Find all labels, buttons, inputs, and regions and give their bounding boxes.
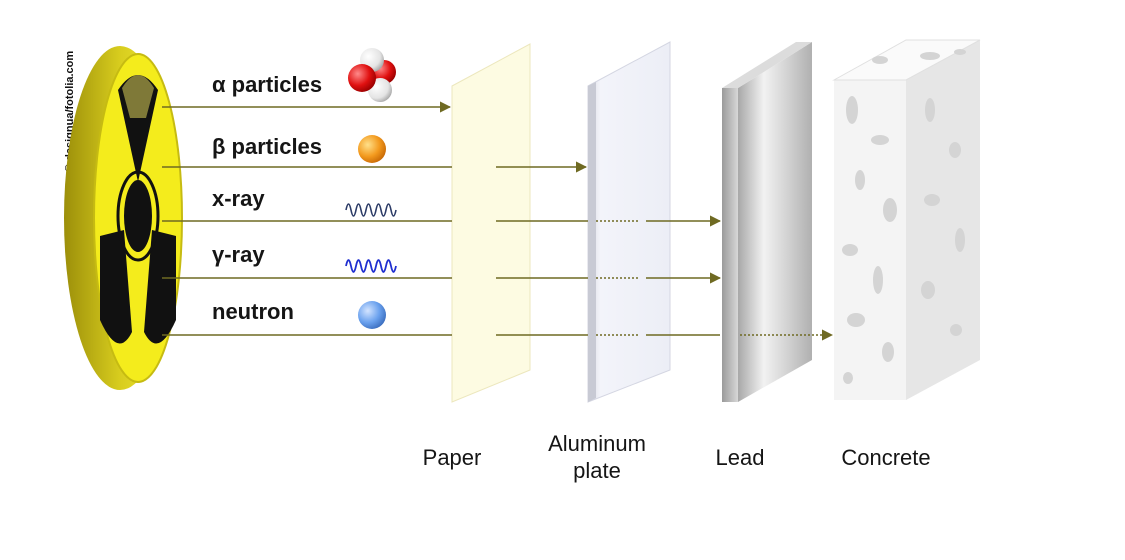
xray-wave-icon xyxy=(345,203,397,217)
ray-lines xyxy=(162,101,834,341)
alpha-particle-cluster-icon xyxy=(348,48,396,102)
lead-label: Lead xyxy=(715,445,765,470)
neutron-label: neutron xyxy=(212,299,294,324)
aluminum-plate-barrier xyxy=(587,41,671,403)
neutron-sphere-icon xyxy=(358,301,386,329)
concrete-label: Concrete xyxy=(841,445,931,470)
lead-barrier xyxy=(722,42,812,402)
concrete-texture xyxy=(842,49,966,384)
paper-barrier xyxy=(451,43,531,403)
gamma-label: γ-ray xyxy=(212,242,265,267)
aluminum-plate-label: Aluminum plate xyxy=(548,431,646,483)
radiation-trefoil-icon xyxy=(64,46,183,390)
gamma-wave-icon xyxy=(345,259,397,273)
paper-label: Paper xyxy=(422,445,482,470)
xray-label: x-ray xyxy=(212,186,265,211)
concrete-barrier xyxy=(832,39,981,400)
alpha-label: α particles xyxy=(212,72,323,97)
beta-particle-sphere-icon xyxy=(358,135,386,163)
beta-label: β particles xyxy=(212,134,323,159)
